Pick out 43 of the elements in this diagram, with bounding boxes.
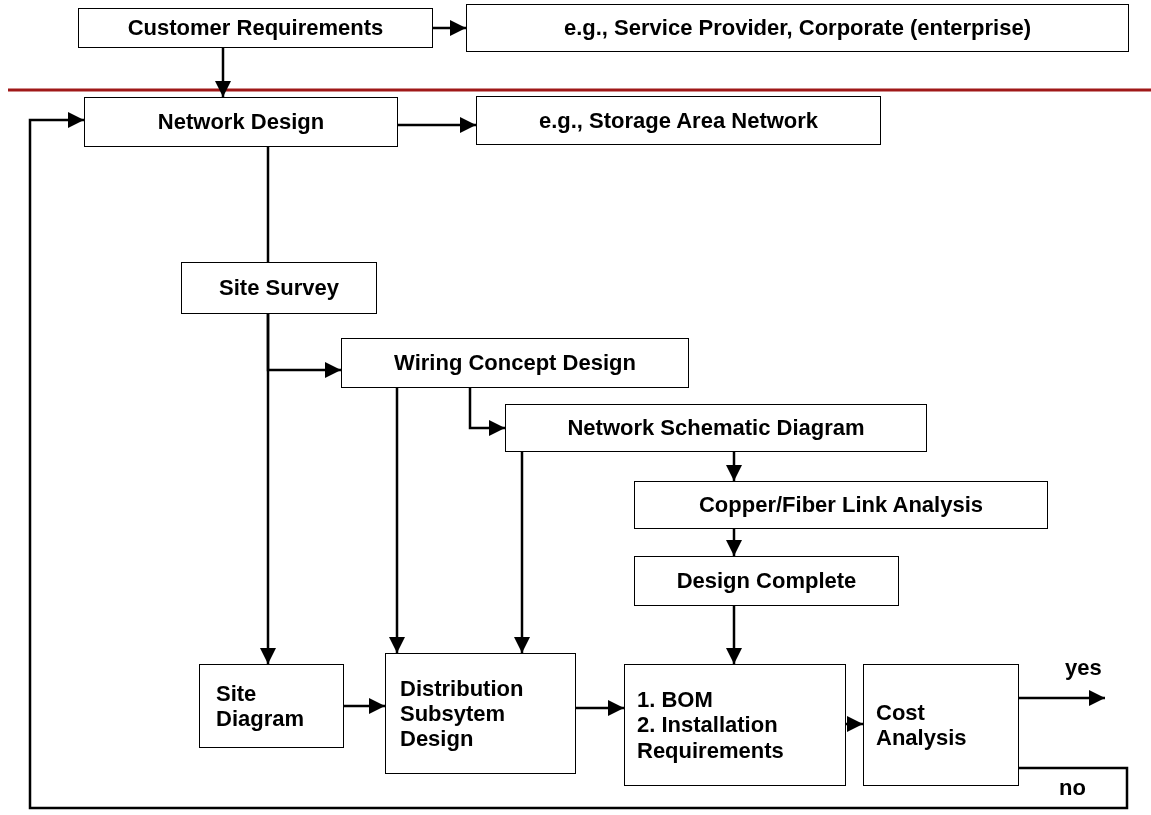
arrow bbox=[344, 698, 385, 714]
process-box bbox=[466, 4, 1129, 52]
box-label: e.g., Storage Area Network bbox=[538, 107, 819, 134]
arrow bbox=[389, 388, 405, 653]
process-box bbox=[181, 262, 377, 314]
arrow bbox=[260, 314, 276, 664]
arrow bbox=[215, 48, 231, 97]
process-box bbox=[84, 97, 398, 147]
box-label: Copper/Fiber Link Analysis bbox=[699, 492, 983, 518]
process-box bbox=[476, 96, 881, 145]
arrow bbox=[468, 388, 505, 436]
arrow bbox=[726, 606, 742, 664]
connector-line bbox=[266, 147, 270, 262]
arrow bbox=[398, 117, 476, 133]
arrow bbox=[1019, 690, 1105, 706]
process-box bbox=[78, 8, 433, 48]
process-box bbox=[634, 556, 899, 606]
box-label: Site Survey bbox=[219, 275, 339, 301]
box-label: Network Design bbox=[157, 109, 325, 135]
process-box bbox=[199, 664, 344, 748]
box-label: Cost Analysis bbox=[876, 699, 968, 751]
box-label: Distribution Subsytem Design bbox=[400, 675, 525, 752]
box-label: Customer Requirements bbox=[127, 15, 384, 41]
arrow bbox=[726, 452, 742, 481]
process-box bbox=[624, 664, 846, 786]
process-box bbox=[863, 664, 1019, 786]
process-box bbox=[634, 481, 1048, 529]
box-label: 1. BOM bbox=[637, 687, 714, 713]
box-label: e.g., Service Provider, Corporate (enterprise) bbox=[563, 15, 1032, 41]
process-box bbox=[385, 653, 576, 774]
arrow bbox=[726, 529, 742, 556]
box-label: Design Complete bbox=[676, 568, 857, 594]
box-label: Wiring Concept Design bbox=[394, 350, 636, 376]
process-box bbox=[505, 404, 927, 452]
arrow bbox=[28, 112, 1129, 810]
arrow bbox=[576, 700, 624, 716]
arrow bbox=[846, 716, 863, 732]
arrow bbox=[433, 20, 466, 36]
arrow bbox=[514, 452, 530, 653]
box-label: Site Diagram bbox=[216, 680, 306, 732]
process-box bbox=[341, 338, 689, 388]
box-label: Network Schematic Diagram bbox=[567, 415, 865, 441]
box-label: 2. Installation Requirements bbox=[637, 712, 785, 763]
